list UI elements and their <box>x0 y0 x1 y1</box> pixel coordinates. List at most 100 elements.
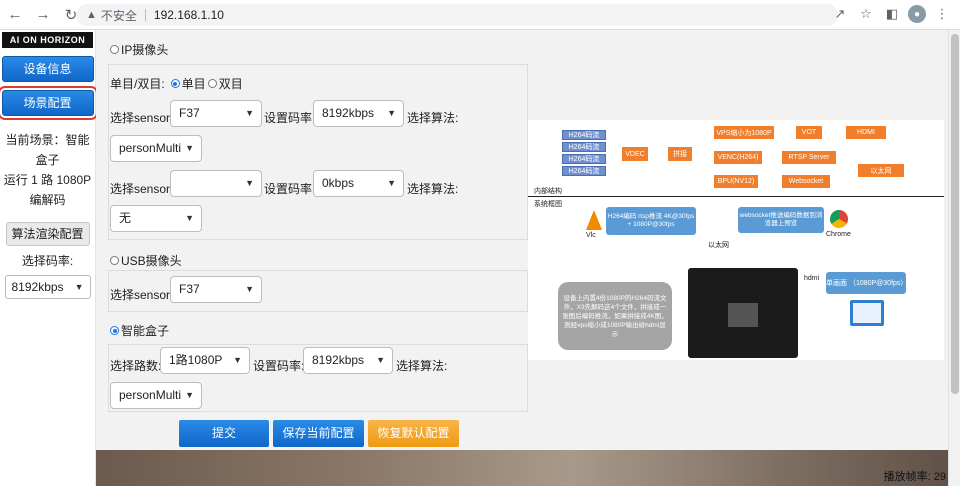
back-icon[interactable]: ← <box>7 6 23 23</box>
chevron-down-icon: ▼ <box>74 282 84 292</box>
channels-value: 1路1080P <box>169 353 223 367</box>
vot-box: VOT <box>796 126 822 139</box>
algo-label-2: 选择算法: <box>407 182 459 196</box>
security-label: 不安全 <box>100 8 137 23</box>
mode-row: 单目/双目: 单目 双目 <box>110 75 243 92</box>
sensor-select-1[interactable]: F37 ▼ <box>170 100 262 127</box>
usb-camera-radio-row[interactable]: USB摄像头 <box>110 252 182 269</box>
warning-icon: ▲ <box>86 9 97 21</box>
hdmi-box: HDMI <box>846 126 886 139</box>
bitrate-select-1[interactable]: 8192kbps ▼ <box>313 100 404 127</box>
scrollbar-thumb[interactable] <box>951 34 959 394</box>
algo-value-2: 无 <box>119 211 132 225</box>
forward-icon[interactable]: → <box>35 6 51 23</box>
current-scene: 当前场景：智能盒子 <box>5 133 90 167</box>
smart-bitrate-select[interactable]: 8192kbps ▼ <box>303 347 393 374</box>
chevron-down-icon: ▼ <box>185 390 194 400</box>
venc-box: VENC(H264) <box>714 151 762 164</box>
channels-select[interactable]: 1路1080P ▼ <box>160 347 250 374</box>
reload-icon[interactable]: ↻ <box>64 6 78 24</box>
main-content: IP摄像头 单目/双目: 单目 双目 选择sensor: F37 ▼ 设置码率:… <box>96 30 960 486</box>
h264-stream-2: H264码流 <box>562 142 606 152</box>
chrome-label: Chrome <box>826 231 851 238</box>
bitrate-label: 选择码率: <box>21 254 74 268</box>
stereo-label: 双目 <box>218 77 243 91</box>
address-bar[interactable]: ▲ 不安全 192.168.1.10 <box>76 4 838 26</box>
vlc-label: Vlc <box>586 232 596 239</box>
bitrate-select[interactable]: 8192kbps ▼ <box>4 275 91 299</box>
smart-box-radio[interactable] <box>110 326 119 335</box>
sensor-label-2: 选择sensor: <box>110 182 174 196</box>
smart-algo-label: 选择算法: <box>396 359 448 373</box>
sensor-select-2[interactable]: ▼ <box>170 170 262 197</box>
algo-select-1[interactable]: personMulti ▼ <box>110 135 202 162</box>
chip-icon <box>728 303 758 327</box>
bitrate-value-1: 8192kbps <box>322 106 375 120</box>
monitor-icon <box>850 300 884 326</box>
chevron-down-icon: ▼ <box>233 355 242 365</box>
usb-sensor-value: F37 <box>179 282 200 296</box>
chevron-down-icon: ▼ <box>387 178 396 188</box>
usb-camera-radio[interactable] <box>110 256 119 265</box>
vdec-box: VDEC <box>622 147 648 161</box>
board-image <box>688 268 798 358</box>
profile-avatar-icon[interactable]: ● <box>908 5 926 23</box>
chevron-down-icon: ▼ <box>245 284 254 294</box>
ip-camera-radio[interactable] <box>110 45 119 54</box>
bpu-box: BPU(NV12) <box>714 175 758 188</box>
submit-button[interactable]: 提交 <box>179 420 269 447</box>
side-panel-icon[interactable]: ◧ <box>885 6 899 21</box>
menu-icon[interactable]: ⋮ <box>935 6 949 21</box>
websocket-box: Websocket <box>782 175 830 188</box>
scrollbar[interactable] <box>948 30 960 486</box>
bitrate-label-2: 设置码率: <box>264 182 316 196</box>
scene-config-button[interactable]: 场景配置 <box>0 86 98 120</box>
sensor-value-1: F37 <box>179 106 200 120</box>
sidebar: AI ON HORIZON 设备信息 场景配置 当前场景：智能盒子 运行 1 路… <box>0 30 98 486</box>
video-preview: 播放帧率: 29 <box>96 450 960 486</box>
usb-camera-label: USB摄像头 <box>121 254 182 268</box>
internal-label: 内部结构 <box>534 188 562 195</box>
vps-box: VPS缩小为1080P <box>714 126 774 139</box>
algo-render-config-button[interactable]: 算法渲染配置 <box>5 222 90 246</box>
algo-select-2[interactable]: 无 ▼ <box>110 205 202 232</box>
restore-default-button[interactable]: 恢复默认配置 <box>368 420 459 447</box>
system-label: 系统框图 <box>534 201 562 208</box>
smart-algo-value: personMulti <box>119 388 182 402</box>
single-view-box: 单画面 （1080P@30fps） <box>826 272 907 294</box>
device-info-button[interactable]: 设备信息 <box>1 56 94 82</box>
ip-camera-radio-row[interactable]: IP摄像头 <box>110 41 168 58</box>
url-text: 192.168.1.10 <box>153 8 224 22</box>
mono-radio[interactable] <box>170 79 180 88</box>
mono-label: 单目 <box>181 77 206 91</box>
h264-stream-4: H264码流 <box>562 166 606 176</box>
rtsp-box: RTSP Server <box>782 151 836 164</box>
save-config-button[interactable]: 保存当前配置 <box>273 420 364 447</box>
smart-box-label: 智能盒子 <box>121 324 170 338</box>
bitrate-select-2[interactable]: 0kbps ▼ <box>313 170 404 197</box>
channels-label: 选择路数: <box>110 359 162 373</box>
stereo-radio[interactable] <box>207 79 217 88</box>
rtsp-note-box: H264编码 rtsp推流 4K@30fps + 1080P@30fps <box>606 207 696 235</box>
share-icon[interactable]: ↗ <box>834 6 846 21</box>
divider <box>144 9 146 21</box>
hdmi-label: hdmi <box>804 275 820 282</box>
star-icon[interactable]: ☆ <box>860 6 872 21</box>
chevron-down-icon: ▼ <box>376 355 385 365</box>
chevron-down-icon: ▼ <box>245 178 254 188</box>
splice-box: 拼接 <box>668 147 692 161</box>
chevron-down-icon: ▼ <box>387 108 396 118</box>
ws-note-box: websocket推送编码数据到浏览器上预览 <box>738 207 824 233</box>
ethernet-label: 以太网 <box>708 242 729 249</box>
chevron-down-icon: ▼ <box>185 143 194 153</box>
ip-camera-label: IP摄像头 <box>121 43 169 57</box>
usb-sensor-select[interactable]: F37 ▼ <box>170 276 262 303</box>
fps-label: 播放帧率: 29 <box>883 471 946 483</box>
smart-bitrate-value: 8192kbps <box>312 353 365 367</box>
smart-algo-select[interactable]: personMulti ▼ <box>110 382 202 409</box>
smart-box-radio-row[interactable]: 智能盒子 <box>110 322 169 339</box>
diagram-divider <box>528 196 944 197</box>
mode-label: 单目/双目: <box>110 77 165 91</box>
system-diagram: H264码流 H264码流 H264码流 H264码流 VDEC 拼接 VPS缩… <box>528 120 944 360</box>
h264-stream-1: H264码流 <box>562 130 606 140</box>
